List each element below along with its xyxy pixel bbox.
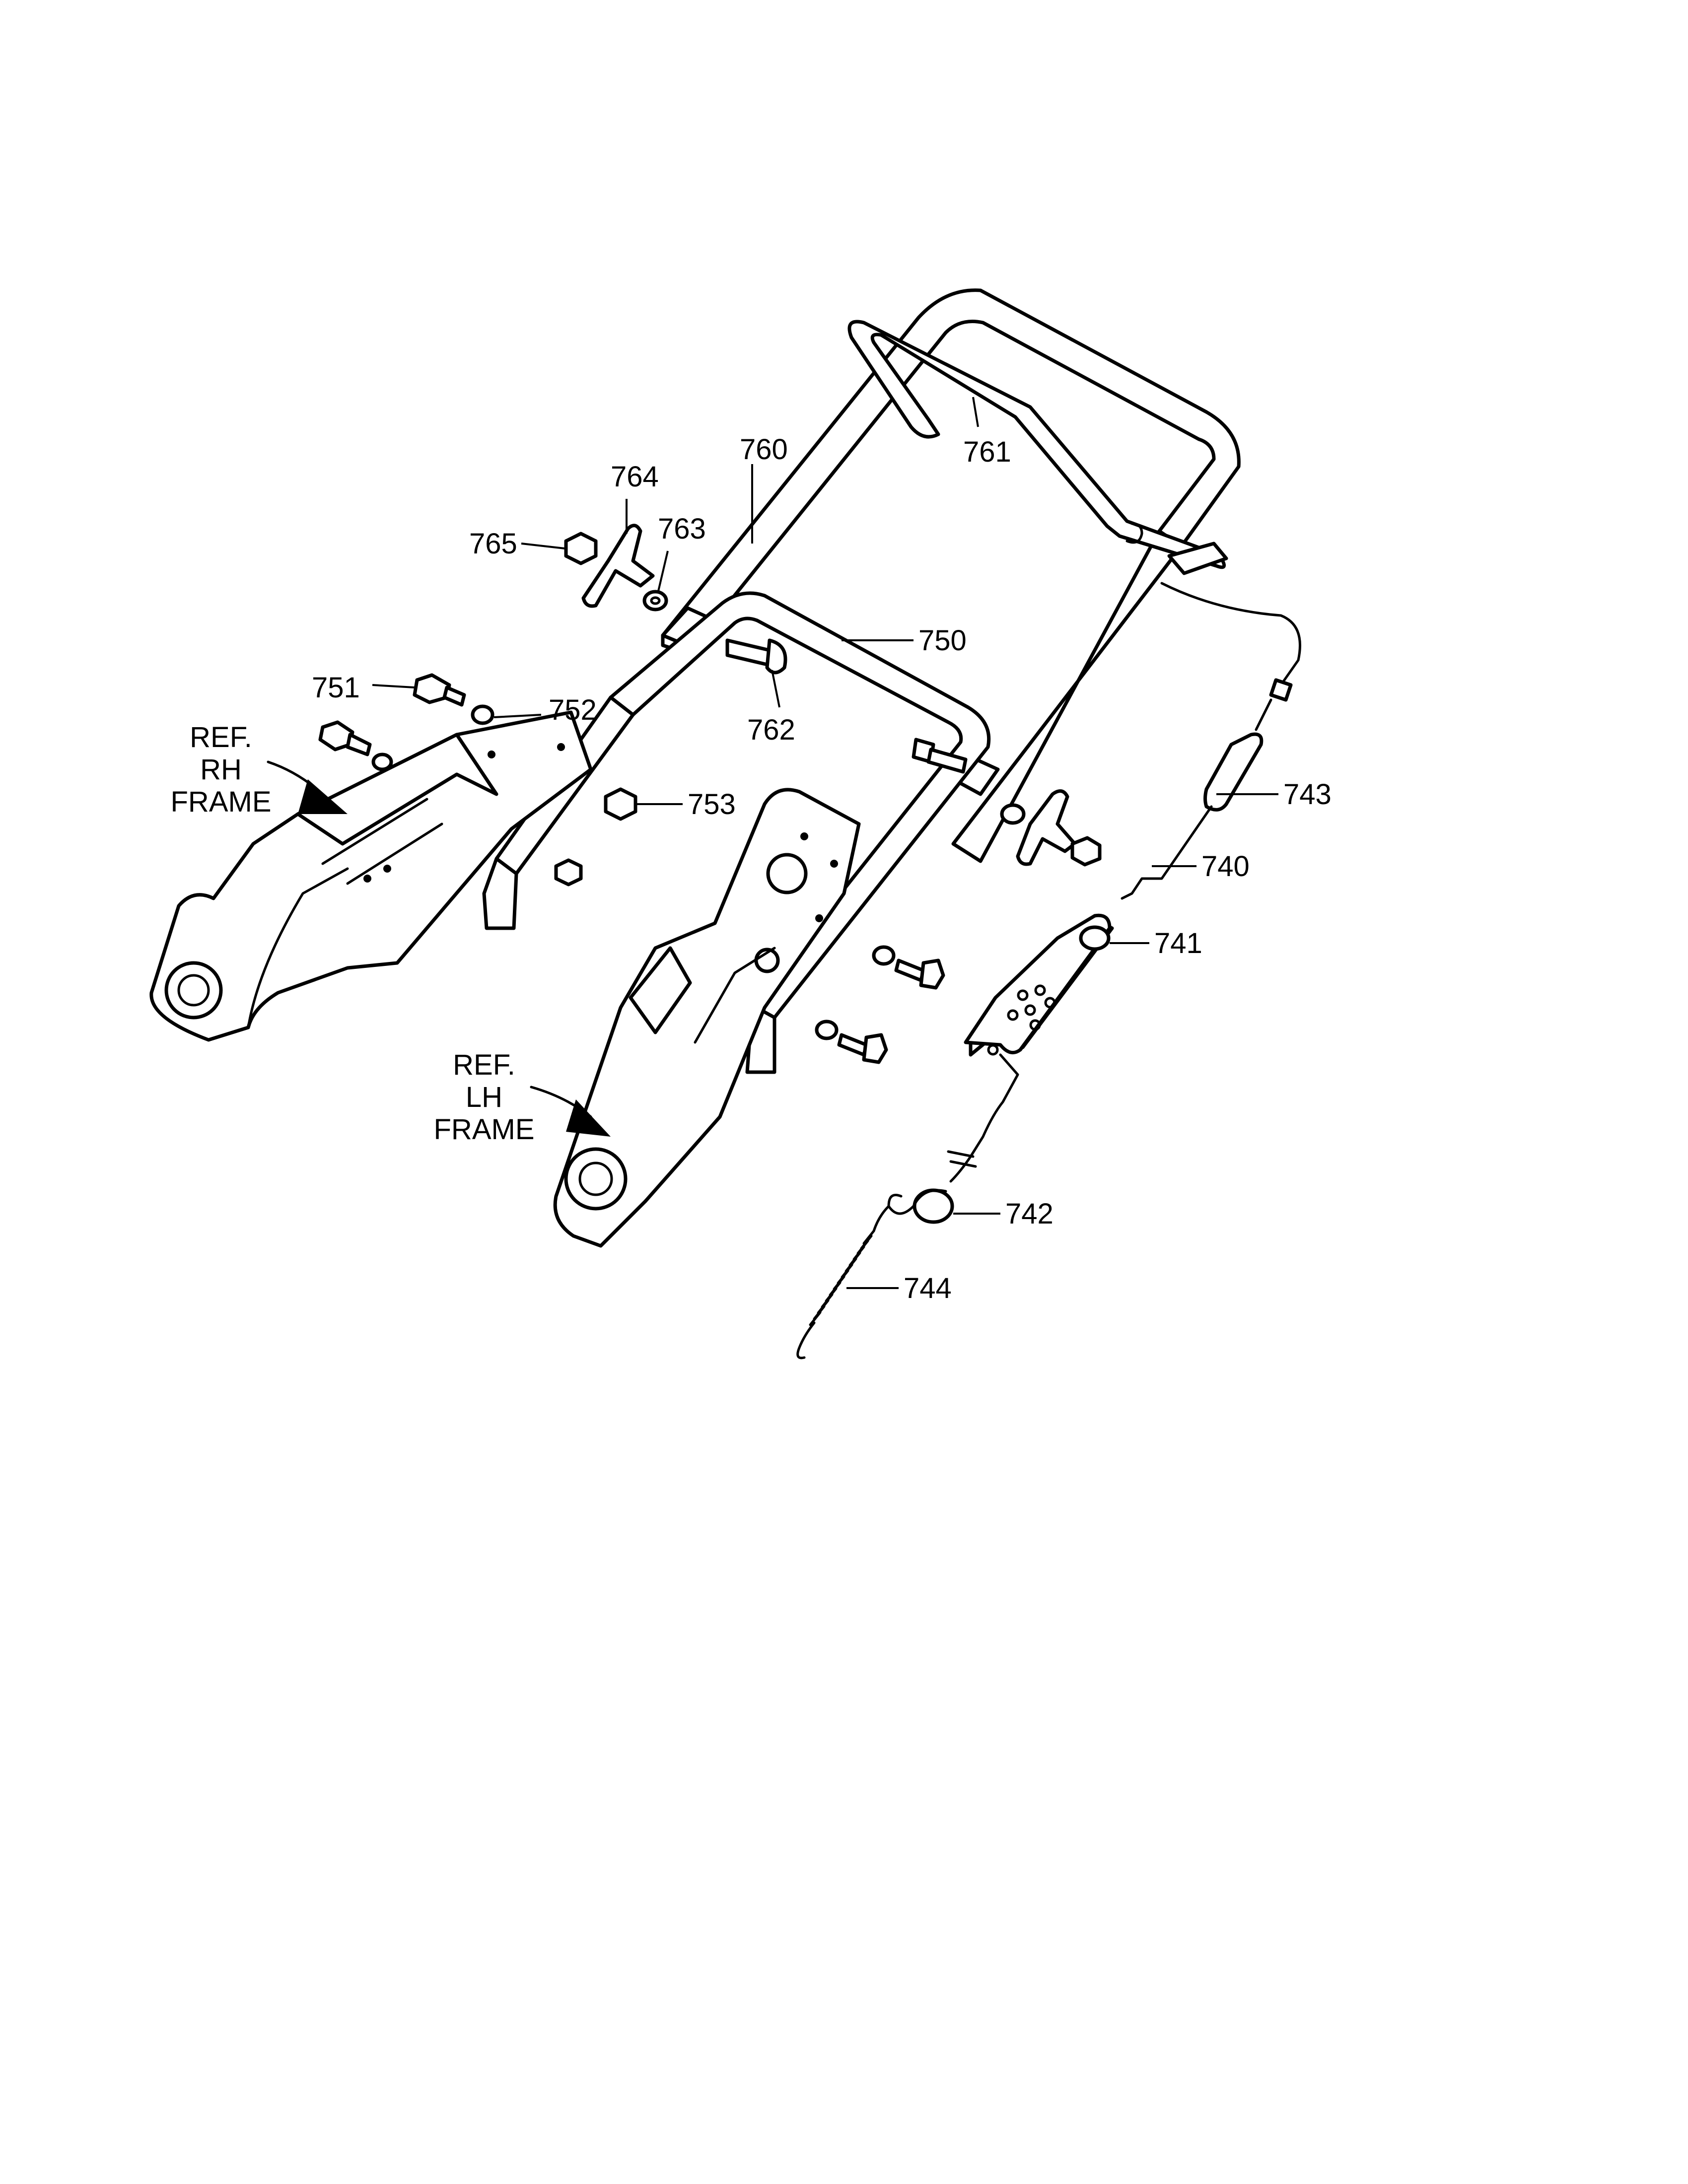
label-744: 744	[904, 1272, 952, 1304]
label-760: 760	[740, 433, 788, 466]
wing-knob-764	[581, 524, 655, 608]
ref-rh-line-3: FRAME	[171, 786, 272, 818]
leader-lines	[372, 397, 1278, 1289]
label-762: 762	[747, 714, 795, 746]
arrow-lh-frame	[530, 1086, 611, 1137]
ref-lh-line-3: FRAME	[434, 1113, 535, 1146]
label-761: 761	[963, 436, 1011, 468]
ref-lh-frame-label: REF. LH FRAME	[434, 1049, 535, 1146]
locknut-lower	[554, 858, 583, 887]
extension-spring	[796, 1205, 890, 1360]
label-751: 751	[312, 672, 360, 704]
ref-lh-line-2: LH	[466, 1081, 502, 1113]
label-740: 740	[1201, 850, 1250, 883]
hex-bolt-751	[413, 673, 466, 707]
lh-frame	[553, 788, 861, 1248]
label-743: 743	[1283, 778, 1332, 811]
label-750: 750	[918, 624, 967, 657]
label-752: 752	[549, 694, 597, 726]
locknut-765	[564, 532, 598, 565]
label-765: 765	[469, 528, 517, 560]
washer-763	[642, 590, 668, 612]
label-764: 764	[611, 461, 659, 493]
wing-knob-right	[1000, 789, 1102, 867]
hex-bolt-lh-lower	[815, 1020, 888, 1064]
ref-lh-line-1: REF.	[453, 1049, 515, 1081]
carriage-bolt-right	[912, 738, 968, 774]
label-741: 741	[1154, 927, 1202, 959]
ref-rh-line-1: REF.	[190, 721, 252, 753]
label-742: 742	[1005, 1198, 1054, 1230]
z-fitting	[887, 1188, 954, 1224]
hex-bolt-left	[318, 720, 393, 771]
label-763: 763	[658, 513, 706, 545]
washer-752	[471, 704, 494, 725]
operator-bail	[847, 320, 1228, 575]
hex-bolt-lh-upper	[872, 945, 945, 990]
ref-rh-frame-label: REF. RH FRAME	[171, 721, 272, 818]
label-753: 753	[688, 788, 736, 820]
ref-rh-line-2: RH	[200, 753, 242, 786]
carriage-bolt-762	[725, 638, 787, 675]
locknut-753	[604, 787, 637, 821]
rh-frame	[149, 710, 593, 1042]
cable-guide-plate	[947, 913, 1114, 1183]
control-cable	[1121, 582, 1301, 900]
arrow-rh-frame	[267, 760, 348, 814]
